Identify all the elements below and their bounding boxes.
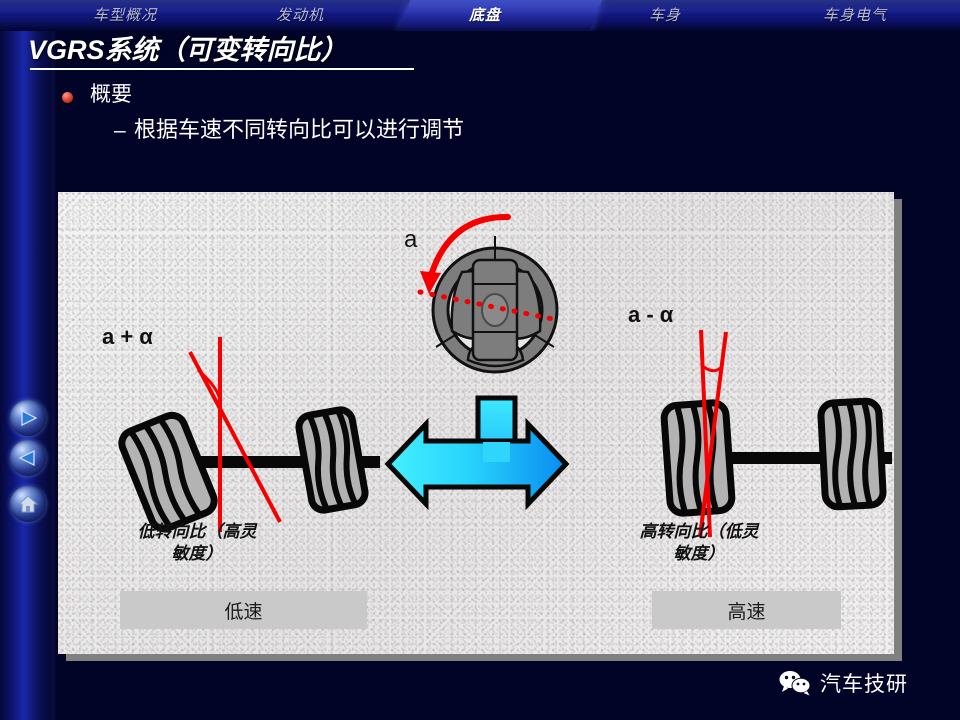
left-decorative-band	[0, 0, 56, 720]
tab-label: 发动机	[275, 7, 324, 24]
wechat-icon	[779, 671, 811, 696]
vgrs-diagram: a a + α	[102, 213, 892, 538]
tire-icon	[295, 406, 369, 514]
tab-label: 车型概况	[92, 7, 157, 24]
back-button[interactable]	[10, 440, 46, 476]
title-underline	[30, 68, 414, 70]
steering-wheel-icon	[431, 236, 559, 374]
cyan-double-arrow-icon	[384, 395, 570, 511]
low-speed-text: 低速	[224, 601, 263, 623]
top-navigation-bar: 车型概况 发动机 底盘 车身 车身电气	[0, 0, 960, 31]
tab-vehicle-overview[interactable]: 车型概况	[60, 0, 190, 31]
forward-button[interactable]	[10, 400, 46, 436]
red-dotted-reference-line	[417, 289, 561, 323]
right-ratio-caption: 高转向比（低灵 敏度）	[614, 521, 784, 565]
bullet-item-description: – 根据车速不同转向比可以进行调节	[62, 113, 762, 149]
watermark-text: 汽车技研	[820, 673, 908, 696]
left-ratio-caption-line2: 敏度）	[171, 544, 223, 563]
tab-label: 车身	[648, 7, 681, 24]
slide-title-group: VGRS系统（可变转向比）	[28, 33, 588, 73]
left-ratio-caption-line1: 低转向比（高灵	[137, 522, 257, 541]
watermark: 汽车技研	[778, 668, 908, 698]
curved-rotation-arrow-icon	[420, 213, 511, 294]
home-button[interactable]	[10, 486, 46, 522]
bullet-level2-label: 根据车速不同转向比可以进行调节	[134, 117, 465, 142]
page-title: VGRS系统（可变转向比）	[28, 35, 348, 65]
right-angle-indicator	[698, 329, 728, 538]
tab-chassis[interactable]: 底盘	[435, 0, 535, 31]
bullet-list: 概要 – 根据车速不同转向比可以进行调节	[62, 80, 762, 149]
right-ratio-caption-line1: 高转向比（低灵	[639, 522, 759, 541]
high-speed-text: 高速	[727, 601, 766, 623]
tire-icon	[660, 399, 736, 517]
forward-arrow-icon	[21, 410, 38, 426]
left-angle-label: a + α	[102, 324, 153, 349]
dash-icon: –	[114, 119, 126, 142]
steering-angle-label: a	[404, 226, 418, 253]
left-band-edge	[52, 0, 57, 720]
tire-icon	[817, 397, 887, 511]
home-icon	[17, 495, 39, 513]
high-speed-label: 高速	[652, 591, 841, 629]
tab-body-electrical[interactable]: 车身电气	[790, 0, 920, 31]
low-speed-label: 低速	[120, 591, 367, 629]
left-angle-indicator	[188, 337, 282, 532]
tab-engine[interactable]: 发动机	[245, 0, 355, 31]
right-angle-label: a - α	[628, 302, 674, 327]
back-arrow-icon	[18, 450, 35, 466]
red-sphere-bullet-icon	[62, 92, 73, 103]
tab-label: 底盘	[468, 7, 501, 24]
tire-icon	[118, 411, 218, 533]
tab-body[interactable]: 车身	[615, 0, 715, 31]
bullet-level1-label: 概要	[90, 83, 132, 106]
illustration-panel: a a + α	[58, 192, 894, 654]
left-ratio-caption: 低转向比（高灵 敏度）	[112, 521, 282, 565]
bullet-item-overview: 概要	[62, 80, 762, 113]
tab-label: 车身电气	[822, 7, 887, 24]
right-ratio-caption-line2: 敏度）	[673, 544, 725, 563]
